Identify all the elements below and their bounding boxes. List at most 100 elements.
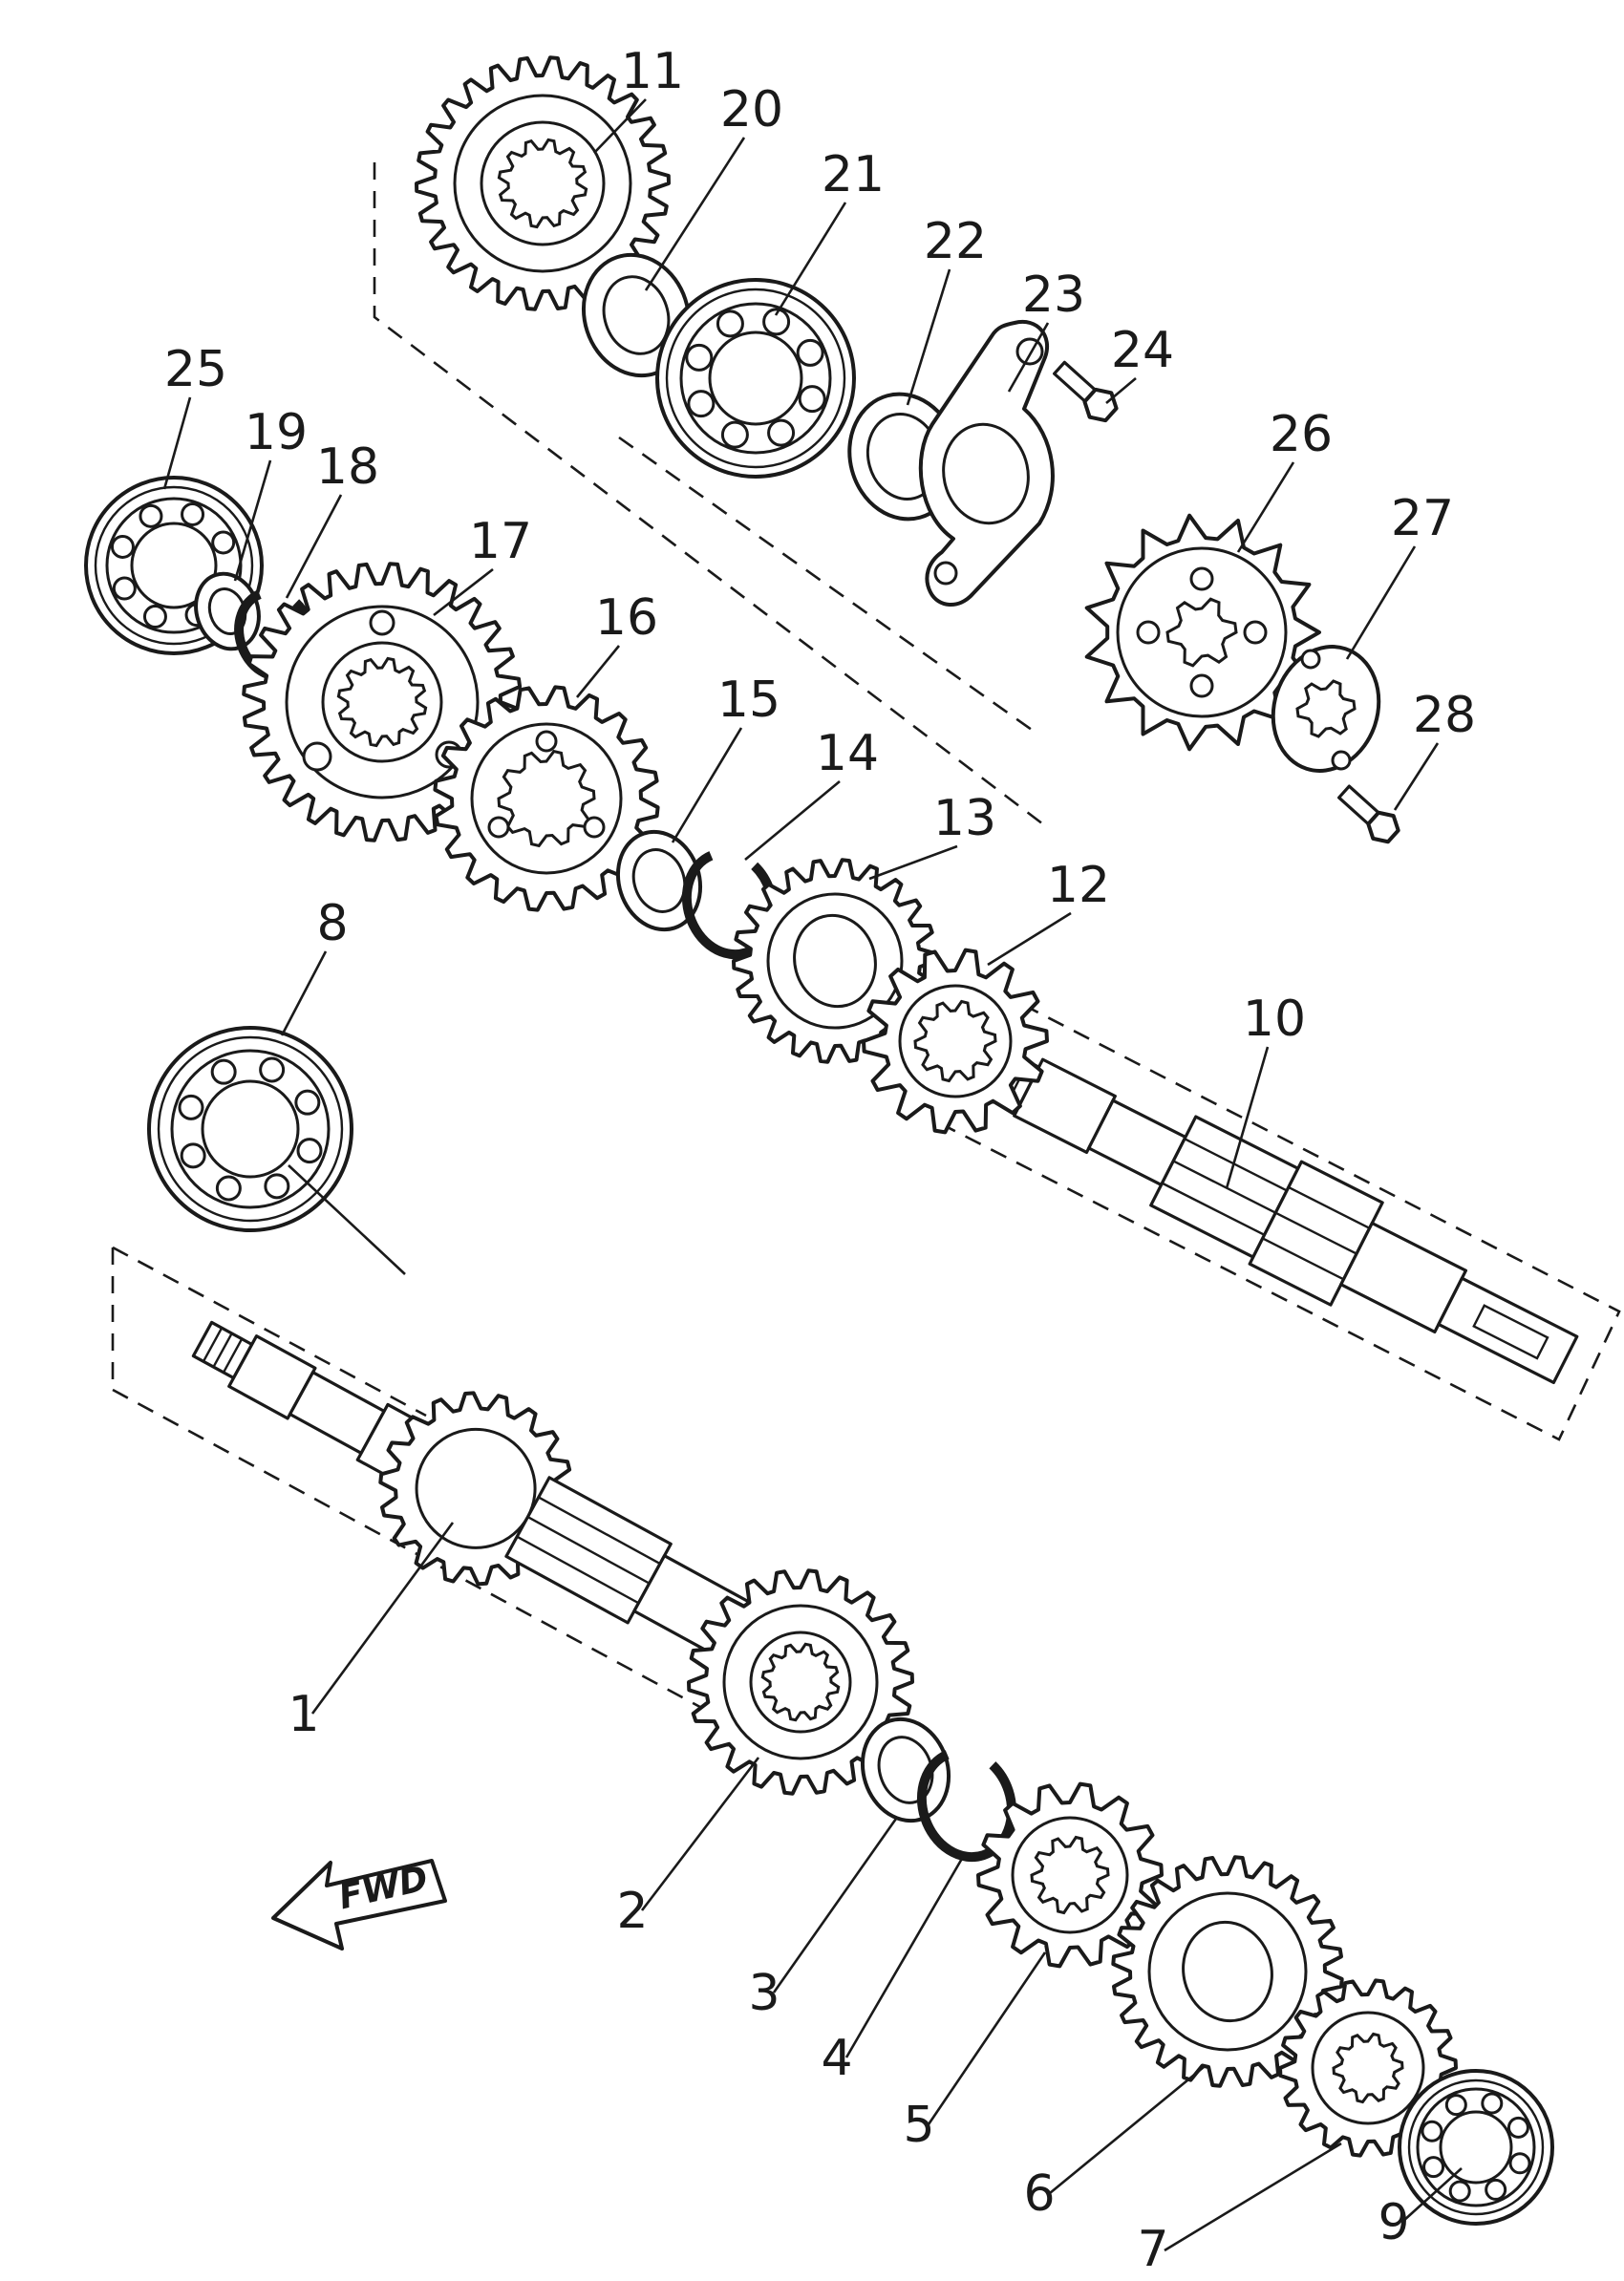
mainshaft-10-detail (973, 1043, 1579, 1385)
bearing-8-detail (157, 1035, 344, 1223)
gear-6-detail (1147, 1891, 1308, 2052)
bearing-21-detail (685, 343, 714, 372)
bearing-9-detail (1407, 2078, 1545, 2216)
mainshaft-10-detail-detail (1288, 1185, 1371, 1229)
callout-label-10: 10 (1243, 991, 1306, 1048)
gear-17-detail (302, 741, 332, 772)
dog-gear-5 (976, 1781, 1164, 1969)
bearing-25-detail (94, 485, 254, 646)
bearing-9-detail (1422, 2156, 1445, 2179)
leader-line-2 (640, 1757, 760, 1911)
leader-line-21 (774, 202, 847, 316)
bearing-25-detail (110, 534, 135, 559)
callout-label-2: 2 (616, 1883, 648, 1940)
bearing-25-detail (211, 530, 236, 555)
bolt-24-detail-detail (1082, 387, 1119, 423)
gear-11-detail (453, 94, 632, 273)
leader-line-20 (644, 137, 746, 291)
sprocket-26-detail (1243, 620, 1268, 645)
leader-line-7 (1164, 2142, 1342, 2252)
callout-label-17: 17 (469, 513, 532, 570)
assembly-boundary-upper (373, 162, 1048, 829)
leader-line-17 (433, 567, 494, 617)
callout-label-3: 3 (748, 1965, 780, 2022)
gear-16 (433, 685, 660, 912)
callout-label-12: 12 (1047, 857, 1110, 914)
bearing-8-detail (178, 1094, 204, 1120)
callout-label-9: 9 (1378, 2194, 1409, 2251)
bearing-9-detail (1481, 2092, 1504, 2115)
sprocket-26 (1084, 513, 1321, 752)
leader-line-15 (671, 727, 743, 843)
circlip-4 (916, 1746, 1017, 1863)
leader-line-24 (1105, 377, 1137, 404)
leader-line-26 (1236, 461, 1295, 553)
driveshaft-boundary-top (112, 1246, 427, 1418)
leader-line-5 (927, 1951, 1047, 2125)
retainer-plate-23-detail (942, 422, 1030, 525)
callout-label-18: 18 (316, 438, 379, 496)
leader-line-11 (593, 98, 647, 154)
callout-label-25: 25 (164, 341, 227, 398)
callout-label-1: 1 (288, 1686, 319, 1743)
mainshaft-10-detail-detail (1262, 1237, 1345, 1281)
bearing-9-detail (1508, 2152, 1531, 2175)
dog-gear-12-detail (913, 999, 997, 1083)
leader-line-1 (310, 1522, 455, 1715)
bearing-25-detail (181, 501, 205, 526)
leader-line-27 (1345, 545, 1417, 660)
washer-15-detail (631, 848, 687, 913)
callout-label-21: 21 (822, 146, 885, 203)
bearing-8 (147, 1026, 353, 1232)
gear-13-detail (766, 892, 904, 1030)
bearing-9-detail (1439, 2110, 1513, 2185)
gear-11 (415, 55, 671, 311)
gear-16-detail (535, 730, 558, 753)
bearing-8-fit-line (288, 1164, 406, 1275)
callout-label-20: 20 (720, 81, 783, 139)
dog-gear-12-detail (898, 984, 1013, 1098)
leader-line-8 (280, 950, 328, 1036)
callout-label-8: 8 (316, 895, 348, 952)
bearing-9-detail (1506, 2116, 1529, 2139)
gear-16-detail (583, 816, 606, 839)
gear-17-detail (369, 609, 395, 636)
retainer-plate-23-detail (1015, 337, 1044, 366)
callout-label-5: 5 (903, 2097, 934, 2154)
callout-label-22: 22 (924, 213, 987, 270)
bolt-24 (1053, 360, 1119, 423)
leader-line-22 (906, 268, 951, 406)
gear-16-detail (497, 749, 596, 848)
thrust-washer-20-detail (602, 275, 671, 355)
leader-line-6 (1049, 2065, 1205, 2195)
callout-label-14: 14 (816, 725, 879, 782)
retainer-plate-23 (918, 319, 1055, 607)
leader-line-23 (1007, 322, 1050, 393)
bearing-21-detail (687, 390, 716, 418)
fwd-arrow-shape (271, 1859, 447, 1951)
bearing-8-detail (264, 1173, 290, 1200)
bearing-8-detail (210, 1058, 237, 1085)
gear-6-detail (1182, 1920, 1273, 2023)
callout-label-28: 28 (1413, 687, 1476, 744)
mainshaft-10-detail-detail (1274, 1211, 1357, 1255)
bearing-21-detail (767, 418, 796, 447)
circlip-4-detail (916, 1746, 1017, 1863)
bearing-25-detail (130, 522, 218, 609)
bolt-28-detail (1337, 784, 1400, 844)
driveshaft-1-detail-detail (202, 1327, 224, 1362)
mainshaft-10-detail-detail (1472, 1304, 1549, 1360)
callout-label-23: 23 (1022, 266, 1085, 324)
gear-16-detail (470, 722, 623, 875)
leader-line-3 (772, 1818, 898, 1993)
bearing-25-detail (112, 576, 137, 601)
gear-13-detail (793, 913, 877, 1009)
callout-label-15: 15 (717, 672, 780, 729)
bearing-21-detail (762, 308, 791, 336)
dog-gear-5-detail (1011, 1816, 1129, 1934)
bolt-24-detail (1053, 360, 1119, 423)
bearing-25-detail (139, 503, 163, 528)
leader-line-10 (1225, 1046, 1270, 1189)
